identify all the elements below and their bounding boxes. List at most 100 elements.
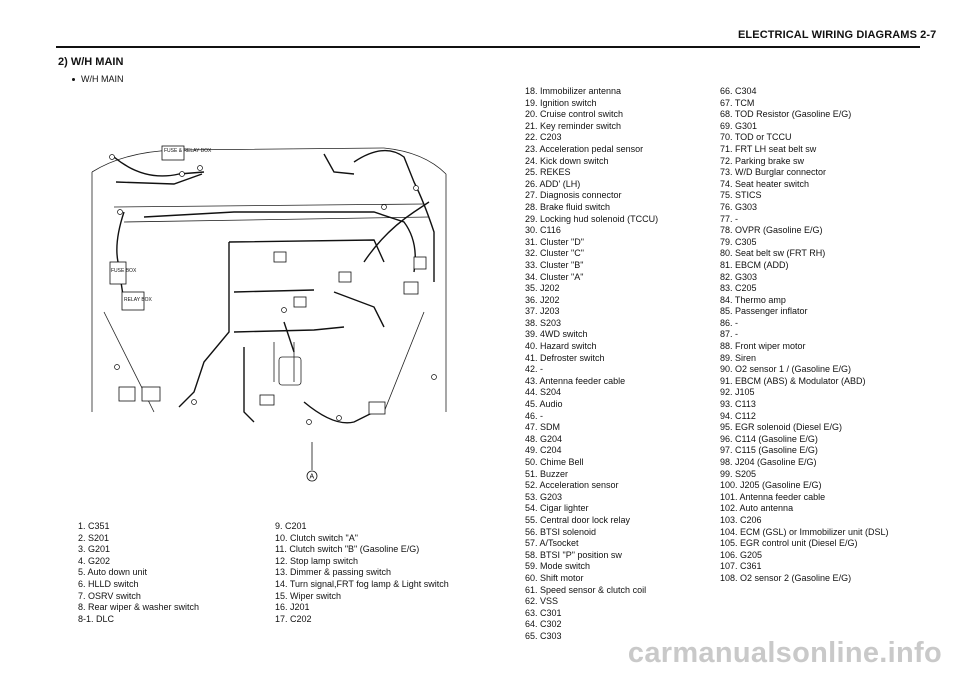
- legend-item: 82. G303: [720, 271, 758, 282]
- legend-item: 39. 4WD switch: [525, 329, 588, 340]
- legend-item: 10. Clutch switch "A": [275, 532, 358, 543]
- legend-item: 3. G201: [78, 544, 111, 555]
- dash-line: [113, 203, 425, 208]
- legend-item: 68. TOD Resistor (Gasoline E/G): [720, 109, 852, 120]
- legend-item: 7. OSRV switch: [78, 590, 141, 601]
- connector-75: [259, 394, 275, 406]
- legend-item: 30. C116: [525, 225, 561, 236]
- legend-item: 42. -: [525, 364, 544, 375]
- legend-item: 64. C302: [525, 619, 562, 630]
- legend-item: 56. BTSI solenoid: [525, 526, 597, 537]
- harness-right: [353, 149, 435, 282]
- legend-item: 24. Kick down switch: [525, 155, 609, 166]
- legend-item: 5. Auto down unit: [78, 567, 148, 578]
- legend-item: 45. Audio: [525, 399, 563, 410]
- legend-item: 102. Auto antenna: [720, 503, 794, 514]
- legend-item: 20. Cruise control switch: [525, 109, 624, 120]
- legend-item: 54. Cigar lighter: [525, 503, 589, 514]
- dash-line-2: [123, 216, 430, 223]
- legend-item: 106. G205: [720, 549, 763, 560]
- legend-item: 67. TCM: [720, 97, 755, 108]
- legend-item: 2. S201: [78, 532, 110, 543]
- legend-item: 77. -: [720, 213, 739, 224]
- legend-item: 72. Parking brake sw: [720, 155, 805, 166]
- fuse-relay-box: [161, 145, 185, 161]
- legend-item: 96. C114 (Gasoline E/G): [720, 433, 818, 444]
- legend-item: 60. Shift motor: [525, 572, 584, 583]
- legend-item: 78. OVPR (Gasoline E/G): [720, 225, 823, 236]
- legend-item: 50. Chime Bell: [525, 457, 584, 467]
- legend-item: 87. -: [720, 329, 739, 340]
- bullet-icon: [72, 78, 75, 82]
- section-subtitle: W/H MAIN: [72, 74, 124, 84]
- legend-item: 92. J105: [720, 387, 755, 398]
- legend-item: 57. A/Tsocket: [525, 538, 579, 549]
- legend-item: 23. Acceleration pedal sensor: [525, 143, 644, 154]
- legend-item: 66. C304: [720, 86, 757, 96]
- legend-item: 48. G204: [525, 433, 563, 444]
- legend-item: 84. Thermo amp: [720, 294, 786, 305]
- legend-item: 101. Antenna feeder cable: [720, 491, 826, 502]
- console-lines: [273, 342, 295, 382]
- legend-item: 13. Dimmer & passing switch: [275, 567, 392, 578]
- legend-item: 86. -: [720, 317, 739, 328]
- legend-item: 81. EBCM (ADD): [720, 259, 789, 270]
- legend-item: 22. C203: [525, 132, 562, 143]
- legend-item: 47. SDM: [525, 422, 561, 433]
- harness-top-left: [113, 156, 205, 177]
- legend-item: 34. Cluster "A": [525, 271, 584, 282]
- legend-item: 31. Cluster "D": [525, 236, 584, 247]
- legend-item: 85. Passenger inflator: [720, 306, 808, 317]
- legend-item: 8-1. DLC: [78, 613, 115, 624]
- legend-item: 100. J205 (Gasoline E/G): [720, 480, 822, 491]
- legend-item: 105. EGR control unit (Diesel E/G): [720, 538, 858, 549]
- legend-item: 43. Antenna feeder cable: [525, 375, 626, 386]
- legend-item: 6. HLLD switch: [78, 578, 139, 589]
- legend-item: 91. EBCM (ABS) & Modulator (ABD): [720, 375, 866, 386]
- legend-item: 18. Immobilizer antenna: [525, 86, 622, 96]
- legend-item: 79. C305: [720, 236, 757, 247]
- legend-item: 69. G301: [720, 120, 758, 131]
- legend-item: 12. Stop lamp switch: [275, 555, 359, 566]
- legend-item: 1. C351: [78, 521, 110, 531]
- legend-item: 59. Mode switch: [525, 561, 591, 572]
- legend-item: 74. Seat heater switch: [720, 178, 810, 189]
- legend-item: 4. G202: [78, 555, 111, 566]
- legend-item: 107. C361: [720, 561, 762, 572]
- legend-item: 53. G203: [525, 491, 563, 502]
- section-subtitle-text: W/H MAIN: [81, 74, 124, 84]
- legend-item: 51. Buzzer: [525, 468, 569, 479]
- legend-item: 52. Acceleration sensor: [525, 480, 619, 491]
- legend-item: 93. C113: [720, 399, 756, 410]
- page-header-title: ELECTRICAL WIRING DIAGRAMS 2-7: [738, 29, 937, 41]
- harness-center: [228, 239, 385, 263]
- legend-item: 28. Brake fluid switch: [525, 201, 611, 212]
- fuse-box: [109, 261, 127, 285]
- legend-item: 80. Seat belt sw (FRT RH): [720, 248, 826, 259]
- legend-item: 58. BTSI "P" position sw: [525, 549, 622, 560]
- legend-item: 65. C303: [525, 630, 562, 641]
- legend-item: 95. EGR solenoid (Diesel E/G): [720, 422, 843, 433]
- legend-item: 70. TOD or TCCU: [720, 132, 792, 143]
- legend-item: 99. S205: [720, 468, 757, 479]
- legend-item: 38. S203: [525, 317, 562, 328]
- point-a-marker: [306, 470, 318, 482]
- legend-item: 44. S204: [525, 387, 562, 398]
- legend-item: 89. Siren: [720, 352, 757, 363]
- legend-item: 40. Hazard switch: [525, 341, 597, 352]
- section-title: 2) W/H MAIN: [58, 56, 124, 68]
- fuse-relay-box-label: FUSE & RELAY BOX: [164, 148, 212, 154]
- legend-item: 16. J201: [275, 602, 310, 613]
- legend-item: 29. Locking hud solenoid (TCCU): [525, 213, 659, 224]
- legend-item: 108. O2 sensor 2 (Gasoline E/G): [720, 572, 852, 583]
- legend-item: 37. J203: [525, 306, 560, 317]
- connector-81: [368, 401, 386, 415]
- legend-item: 83. C205: [720, 283, 757, 294]
- legend-item: 41. Defroster switch: [525, 352, 605, 363]
- harness-left: [116, 211, 125, 303]
- legend-item: 26. ADD' (LH): [525, 178, 581, 189]
- legend-item: 21. Key reminder switch: [525, 120, 622, 131]
- legend-item: 97. C115 (Gasoline E/G): [720, 445, 818, 456]
